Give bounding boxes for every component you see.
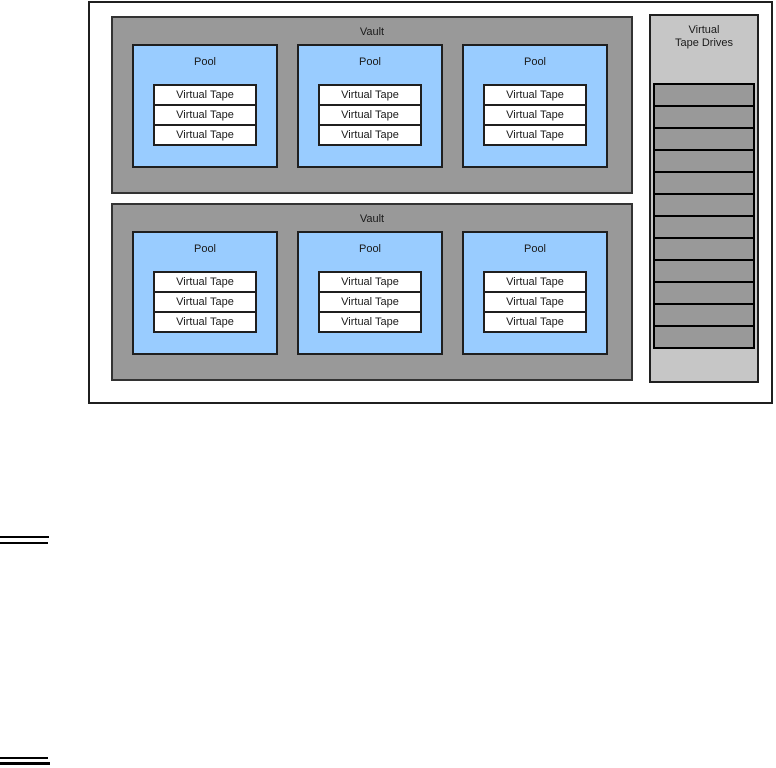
vault-label: Vault — [359, 26, 385, 38]
virtual-tape-box: Virtual Tape — [318, 124, 422, 146]
virtual-tape-box: Virtual Tape — [318, 271, 422, 293]
virtual-tape-box: Virtual Tape — [318, 84, 422, 106]
tape-drive-slot — [653, 303, 755, 327]
virtual-tape-box: Virtual Tape — [483, 271, 587, 293]
horizontal-rule-fragment — [0, 536, 49, 538]
tape-stack: Virtual Tape Virtual Tape Virtual Tape — [153, 271, 257, 333]
tape-drive-slot — [653, 215, 755, 239]
horizontal-rule-fragment — [0, 542, 48, 544]
pool-label: Pool — [193, 56, 217, 68]
vtl-diagram: Vault Pool Virtual Tape Virtual Tape Vir… — [88, 1, 773, 404]
tape-drive-slot — [653, 281, 755, 305]
vault-box: Vault Pool Virtual Tape Virtual Tape Vir… — [111, 16, 633, 194]
tape-drive-slot — [653, 83, 755, 107]
tape-drive-slot — [653, 149, 755, 173]
pool-label: Pool — [358, 243, 382, 255]
pool-row: Pool Virtual Tape Virtual Tape Virtual T… — [113, 44, 631, 168]
pool-box: Pool Virtual Tape Virtual Tape Virtual T… — [462, 231, 608, 355]
pool-box: Pool Virtual Tape Virtual Tape Virtual T… — [132, 44, 278, 168]
virtual-tape-box: Virtual Tape — [153, 124, 257, 146]
tape-stack: Virtual Tape Virtual Tape Virtual Tape — [483, 271, 587, 333]
pool-box: Pool Virtual Tape Virtual Tape Virtual T… — [297, 231, 443, 355]
pool-label: Pool — [523, 243, 547, 255]
pool-label: Pool — [358, 56, 382, 68]
tape-drive-slot — [653, 259, 755, 283]
tape-stack: Virtual Tape Virtual Tape Virtual Tape — [483, 84, 587, 146]
vault-label: Vault — [359, 213, 385, 225]
virtual-tape-box: Virtual Tape — [483, 104, 587, 126]
pool-box: Pool Virtual Tape Virtual Tape Virtual T… — [462, 44, 608, 168]
virtual-tape-box: Virtual Tape — [483, 291, 587, 313]
virtual-tape-box: Virtual Tape — [318, 291, 422, 313]
virtual-tape-drives-label-line2: Tape Drives — [674, 37, 734, 49]
horizontal-rule-fragment — [0, 757, 48, 759]
virtual-tape-box: Virtual Tape — [153, 84, 257, 106]
virtual-tape-box: Virtual Tape — [318, 311, 422, 333]
tape-drive-slot — [653, 193, 755, 217]
tape-drive-slot-stack — [653, 83, 755, 349]
virtual-tape-box: Virtual Tape — [483, 84, 587, 106]
virtual-tape-box: Virtual Tape — [318, 104, 422, 126]
virtual-tape-drives-panel: Virtual Tape Drives — [649, 14, 759, 383]
virtual-tape-box: Virtual Tape — [483, 311, 587, 333]
virtual-tape-drives-label: Virtual Tape Drives — [651, 24, 757, 50]
tape-stack: Virtual Tape Virtual Tape Virtual Tape — [318, 271, 422, 333]
pool-label: Pool — [193, 243, 217, 255]
tape-drive-slot — [653, 171, 755, 195]
tape-drive-slot — [653, 105, 755, 129]
virtual-tape-box: Virtual Tape — [153, 271, 257, 293]
pool-row: Pool Virtual Tape Virtual Tape Virtual T… — [113, 231, 631, 355]
tape-stack: Virtual Tape Virtual Tape Virtual Tape — [318, 84, 422, 146]
virtual-tape-drives-label-line1: Virtual — [688, 24, 720, 36]
virtual-tape-box: Virtual Tape — [153, 104, 257, 126]
virtual-tape-box: Virtual Tape — [153, 311, 257, 333]
virtual-tape-box: Virtual Tape — [153, 291, 257, 313]
tape-stack: Virtual Tape Virtual Tape Virtual Tape — [153, 84, 257, 146]
tape-drive-slot — [653, 325, 755, 349]
pool-box: Pool Virtual Tape Virtual Tape Virtual T… — [132, 231, 278, 355]
virtual-tape-box: Virtual Tape — [483, 124, 587, 146]
pool-label: Pool — [523, 56, 547, 68]
tape-drive-slot — [653, 237, 755, 261]
vault-box: Vault Pool Virtual Tape Virtual Tape Vir… — [111, 203, 633, 381]
tape-drive-slot — [653, 127, 755, 151]
horizontal-rule-fragment — [0, 762, 50, 765]
pool-box: Pool Virtual Tape Virtual Tape Virtual T… — [297, 44, 443, 168]
